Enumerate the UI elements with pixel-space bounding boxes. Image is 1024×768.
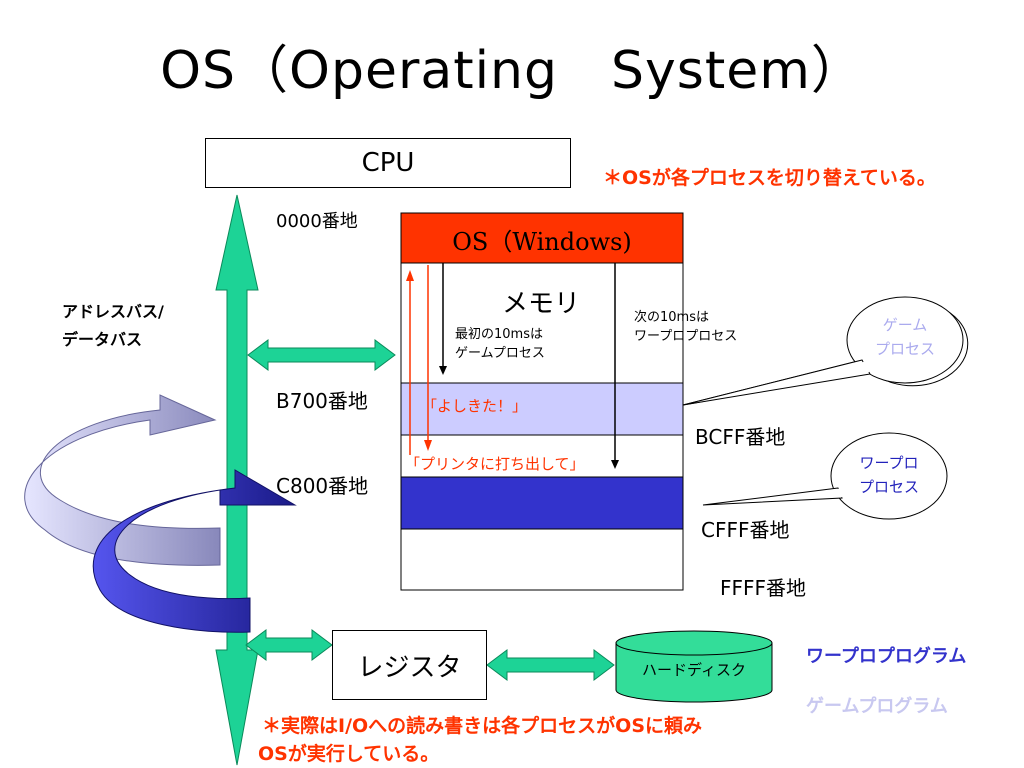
address-b700: B700番地 [276, 389, 368, 413]
address-cfff: CFFF番地 [701, 518, 790, 542]
game-process-curve-arrow [24, 394, 221, 566]
wp-process-curve-arrow [92, 469, 297, 633]
program-game: ゲームプログラム [806, 696, 948, 717]
register-label: レジスタ [357, 652, 462, 683]
wp-callout-line2: プロセス [858, 478, 919, 496]
bus-label-line2: データバス [62, 330, 143, 349]
wp-callout-tail [702, 487, 843, 506]
first-note-line2: ゲームプロセス [455, 346, 545, 361]
address-ffff: FFFF番地 [720, 576, 807, 600]
first-process-arrowhead [439, 366, 447, 375]
memory-wp-block [400, 476, 684, 530]
game-callout-ellipse [846, 296, 964, 384]
first-note-line1: 最初の10msは [455, 327, 543, 342]
note-top: ＊OSが各プロセスを切り替えている。 [603, 167, 936, 189]
address-c800: C800番地 [276, 474, 369, 498]
memory-game-block [400, 382, 684, 436]
wp-callout-tail-cover [836, 488, 844, 498]
next-process-arrowhead [611, 460, 619, 469]
register-box: レジスタ [332, 630, 487, 700]
note-bottom-line2: OSが実行している。 [258, 743, 440, 765]
red-up-arrowhead [406, 270, 414, 281]
program-wp: ワープロプログラム [806, 646, 967, 667]
address-bcff: BCFF番地 [695, 425, 786, 449]
bus-register-arrow [245, 629, 333, 661]
register-harddisk-arrow [486, 649, 615, 681]
bus-memory-arrow [247, 339, 396, 371]
wp-callout-ellipse [830, 432, 948, 520]
next-note-line2: ワープロプロセス [634, 329, 738, 344]
red-down-arrowhead [424, 440, 432, 451]
memory-os-block [400, 212, 684, 264]
game-callout-tail-cover [861, 361, 871, 373]
cpu-box: CPU [205, 138, 571, 188]
page-title: OS（Operating System） [160, 41, 864, 101]
wp-callout-line1: ワープロ [859, 454, 919, 472]
memory-os-label: OS（Windows) [452, 228, 632, 256]
bus-label-line1: アドレスバス/ [62, 302, 164, 321]
harddisk-label: ハードディスク [642, 661, 746, 679]
note-bottom-line1: ＊実際はI/Oへの読み書きは各プロセスがOSに頼み [262, 715, 702, 737]
game-callout-line1: ゲーム [882, 316, 928, 334]
memory-label: メモリ [502, 289, 581, 319]
harddisk-cylinder [615, 643, 773, 703]
game-callout-line2: プロセス [874, 340, 935, 358]
next-note-line1: 次の10msは [634, 310, 709, 325]
game-process-speech: 「よしきた！」 [422, 397, 528, 415]
game-callout-tail [682, 359, 871, 406]
harddisk-top [615, 630, 773, 656]
address-0000: 0000番地 [276, 211, 358, 232]
print-speech: 「プリンタに打ち出して」 [405, 455, 585, 473]
cpu-label: CPU [361, 148, 415, 178]
